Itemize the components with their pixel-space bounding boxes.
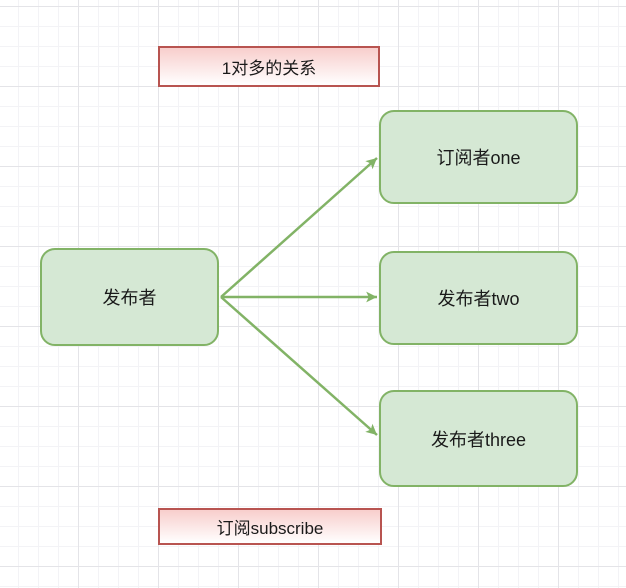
subscriber-two-node[interactable]: 发布者two [379,251,578,345]
arrow-publisher-to-subscriber-one[interactable] [220,157,378,298]
arrow-publisher-to-subscriber-three[interactable] [220,296,378,436]
subscribe-banner-label: 订阅subscribe [216,519,324,538]
title-banner[interactable]: 1对多的关系 [158,46,380,87]
subscriber-one-label: 订阅者one [436,148,521,168]
subscriber-two-label: 发布者two [437,289,520,309]
subscriber-three-label: 发布者three [430,429,527,450]
publisher-node-label: 发布者 [102,288,157,308]
subscribe-banner[interactable]: 订阅subscribe [158,508,382,545]
subscriber-one-node[interactable]: 订阅者one [379,110,578,204]
publisher-node[interactable]: 发布者 [40,248,219,346]
subscriber-three-node[interactable]: 发布者three [379,390,578,487]
title-banner-label: 1对多的关系 [221,59,317,78]
